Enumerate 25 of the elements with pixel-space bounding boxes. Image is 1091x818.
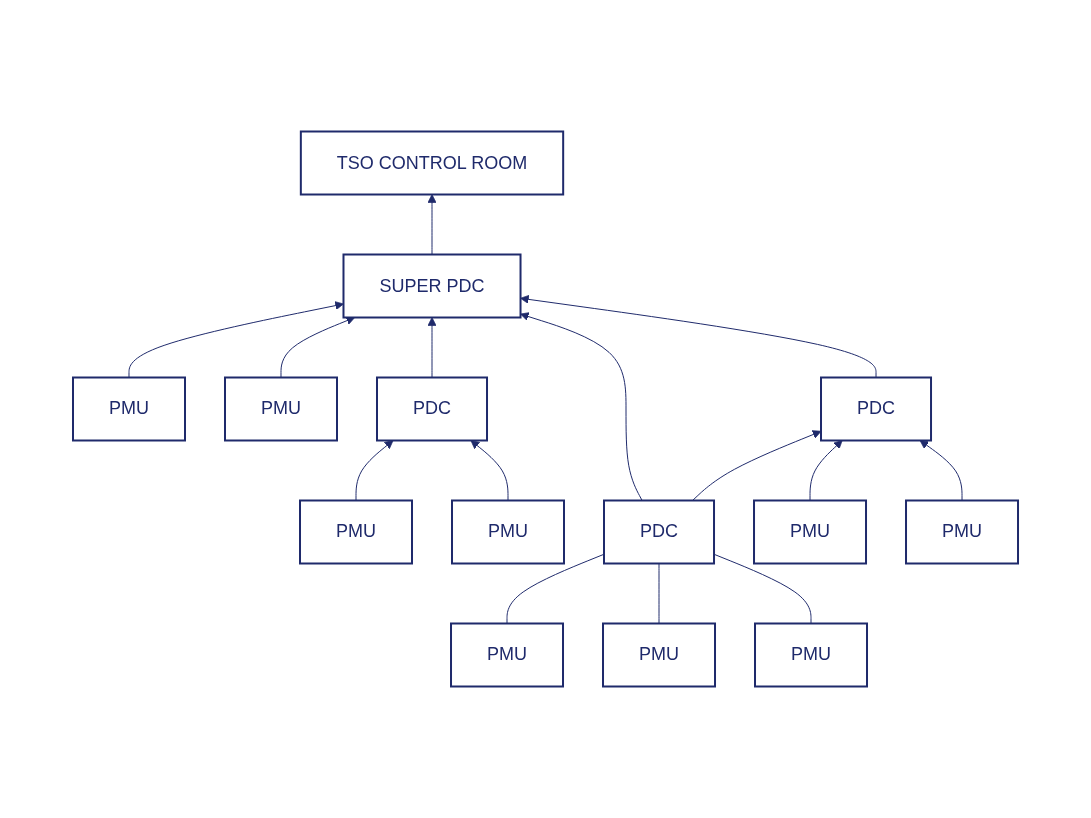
arrow xyxy=(809,440,843,501)
arrow xyxy=(520,312,643,501)
arrow xyxy=(427,194,437,255)
connector xyxy=(658,563,660,624)
node-box: PMU xyxy=(602,622,716,688)
node-box: PMU xyxy=(72,376,186,442)
node-box: PDC xyxy=(820,376,932,442)
node-box: PMU xyxy=(754,622,868,688)
arrow xyxy=(470,440,509,501)
node-box: PMU xyxy=(905,499,1019,565)
node-box: TSO CONTROL ROOM xyxy=(299,130,565,196)
node-box: PMU xyxy=(753,499,867,565)
arrow xyxy=(427,317,437,378)
node-box: PMU xyxy=(450,622,564,688)
node-box: PDC xyxy=(603,499,715,565)
node-box: PMU xyxy=(299,499,413,565)
node-box: PMU xyxy=(224,376,338,442)
arrow xyxy=(355,440,394,501)
arrow xyxy=(919,440,963,501)
node-box: PDC xyxy=(376,376,488,442)
node-box: PMU xyxy=(451,499,565,565)
arrow xyxy=(128,301,344,378)
node-box: SUPER PDC xyxy=(342,253,522,319)
arrow xyxy=(280,316,356,378)
arrow xyxy=(520,295,877,378)
